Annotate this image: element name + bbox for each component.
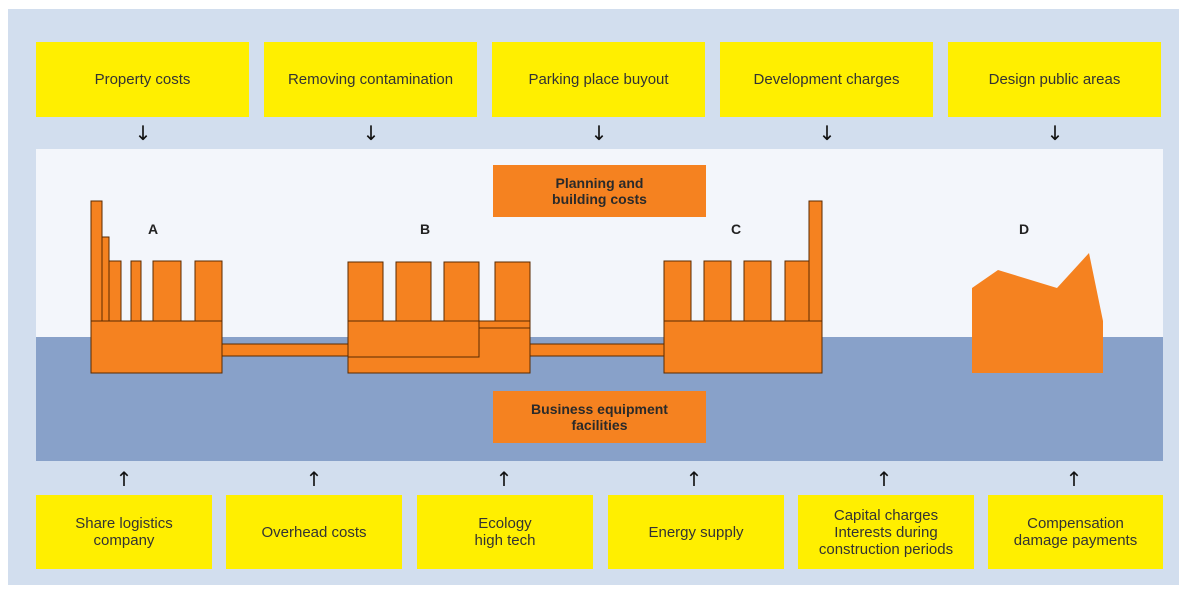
building-c-roof — [663, 260, 692, 322]
building-b-roof — [347, 261, 384, 322]
down-arrow-icon: ↓ — [134, 121, 152, 145]
building-a-chimney — [90, 200, 103, 322]
cost-box-energy: Energy supply — [608, 495, 784, 569]
building-b-roof — [494, 261, 531, 329]
up-arrow-icon: ↑ — [305, 467, 323, 491]
building-a-roof — [130, 260, 142, 322]
planning-costs-label: Planning and building costs — [493, 165, 706, 217]
site-label-d: D — [1019, 221, 1030, 237]
building-c-base — [663, 320, 823, 374]
site-label-b: B — [420, 221, 431, 237]
up-arrow-icon: ↑ — [495, 467, 513, 491]
site-label-a: A — [148, 221, 159, 237]
down-arrow-icon: ↓ — [362, 121, 380, 145]
cost-box-ecology: Ecology high tech — [417, 495, 593, 569]
building-a-roof — [108, 260, 122, 322]
building-a-roof — [152, 260, 182, 322]
building-d — [972, 253, 1103, 373]
building-c-roof — [743, 260, 772, 322]
building-b-roof — [395, 261, 432, 322]
building-b-roof — [443, 261, 480, 322]
building-b-annex — [347, 320, 480, 358]
cost-box-logistics: Share logistics company — [36, 495, 212, 569]
up-arrow-icon: ↑ — [685, 467, 703, 491]
pipeline — [529, 343, 665, 357]
cost-box-overhead: Overhead costs — [226, 495, 402, 569]
cost-box-contamination: Removing contamination — [264, 42, 477, 117]
up-arrow-icon: ↑ — [115, 467, 133, 491]
building-a-roof — [194, 260, 223, 322]
pipeline — [221, 343, 349, 357]
down-arrow-icon: ↓ — [1046, 121, 1064, 145]
building-c-roof — [784, 260, 810, 322]
site-label-c: C — [731, 221, 742, 237]
cost-box-capital: Capital charges Interests during constru… — [798, 495, 974, 569]
building-a-chimney — [101, 236, 110, 322]
building-c-chimney — [808, 200, 823, 322]
cost-box-parking: Parking place buyout — [492, 42, 705, 117]
cost-box-property: Property costs — [36, 42, 249, 117]
down-arrow-icon: ↓ — [818, 121, 836, 145]
cost-box-development: Development charges — [720, 42, 933, 117]
building-b-base — [347, 320, 531, 374]
cost-box-compensation: Compensation damage payments — [988, 495, 1163, 569]
equipment-facilities-label: Business equipment facilities — [493, 391, 706, 443]
cost-box-public-areas: Design public areas — [948, 42, 1161, 117]
building-c-roof — [703, 260, 732, 322]
up-arrow-icon: ↑ — [1065, 467, 1083, 491]
building-a-base — [90, 320, 223, 374]
down-arrow-icon: ↓ — [590, 121, 608, 145]
up-arrow-icon: ↑ — [875, 467, 893, 491]
